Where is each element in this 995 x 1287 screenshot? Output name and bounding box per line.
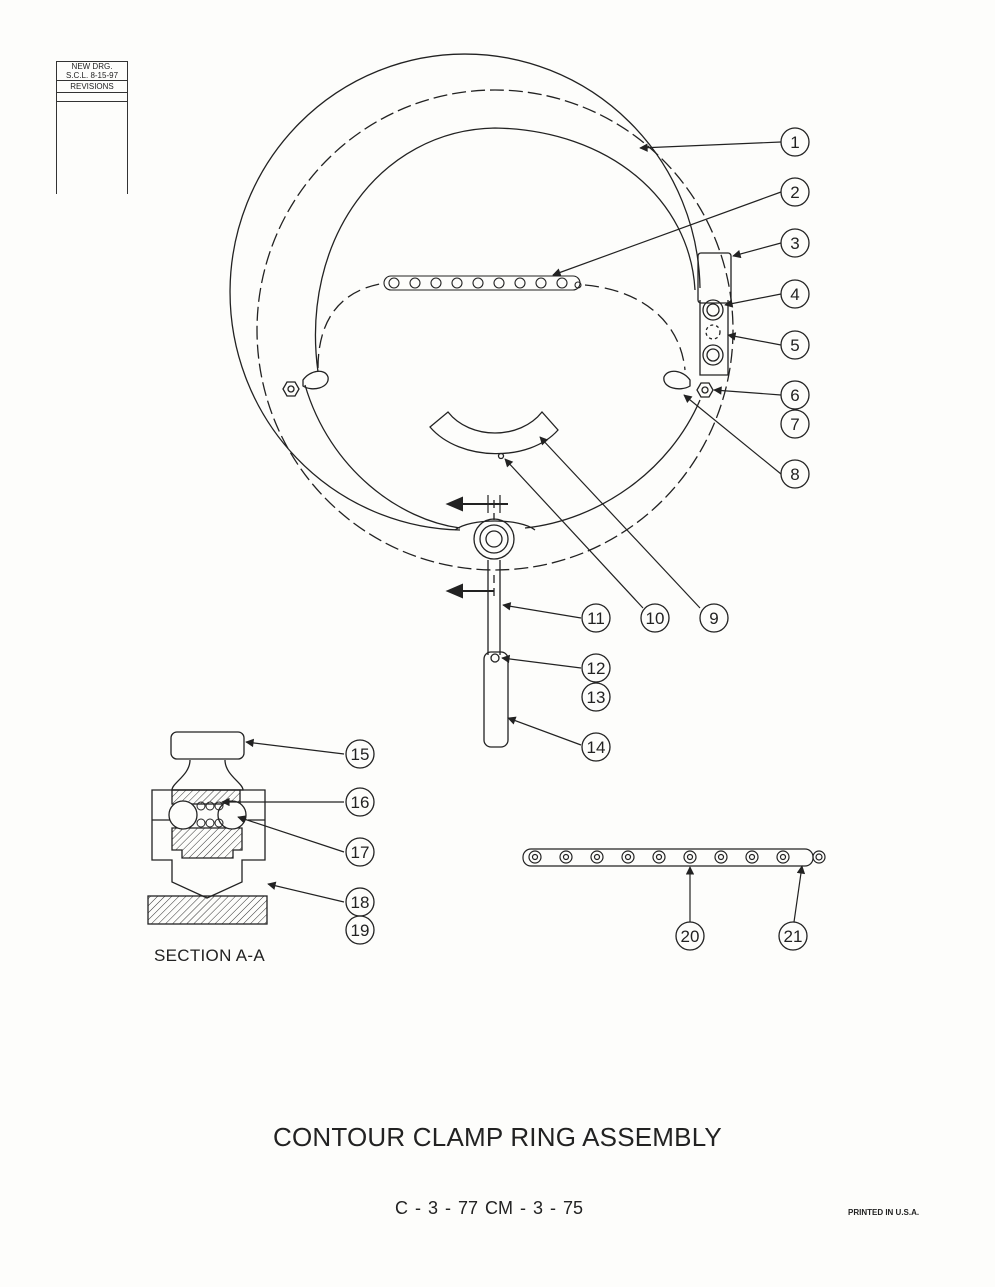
balloon-17 xyxy=(345,837,375,867)
revision-line-1: NEW DRG. xyxy=(71,62,113,71)
balloon-label-7: 7 xyxy=(790,415,799,434)
balloon-13 xyxy=(581,682,611,712)
balloon-label-19: 19 xyxy=(351,921,370,940)
right-nut xyxy=(696,382,714,398)
balloon-9 xyxy=(699,603,729,633)
balloon-21 xyxy=(778,921,808,951)
balloon-label-3: 3 xyxy=(790,234,799,253)
balloon-label-12: 12 xyxy=(587,659,606,678)
balloon-label-1: 1 xyxy=(790,133,799,152)
balloon-label-2: 2 xyxy=(790,183,799,202)
handle-grip xyxy=(483,651,509,748)
balloon-label-16: 16 xyxy=(351,793,370,812)
balloon-numbers: 1 2 3 4 5 6 7 8 9 10 11 12 13 14 15 16 1… xyxy=(351,133,803,946)
clamp-ring-inner xyxy=(314,127,696,373)
saddle-pad xyxy=(429,410,559,455)
printed-note: PRINTED IN U.S.A. xyxy=(848,1208,920,1217)
pin-hole xyxy=(497,452,505,460)
revision-line-2: S.C.L. 8-15-97 xyxy=(65,71,119,80)
balloon-label-6: 6 xyxy=(790,386,799,405)
clamp-ring-outline xyxy=(229,53,701,531)
balloon-label-15: 15 xyxy=(351,745,370,764)
balloon-8 xyxy=(780,459,810,489)
balloon-label-13: 13 xyxy=(587,688,606,707)
balloon-label-8: 8 xyxy=(790,465,799,484)
left-hook xyxy=(302,370,329,390)
balloon-5 xyxy=(780,330,810,360)
balloon-3 xyxy=(780,228,810,258)
balloon-12 xyxy=(581,653,611,683)
small-balls xyxy=(196,801,224,828)
balloon-16 xyxy=(345,787,375,817)
ring-inner-bottom xyxy=(304,384,701,529)
balloon-2 xyxy=(780,177,810,207)
section-label: SECTION A-A xyxy=(154,946,265,965)
revision-empty-row xyxy=(57,93,127,102)
balloon-label-11: 11 xyxy=(587,609,605,628)
balloon-label-4: 4 xyxy=(790,285,799,304)
left-nut xyxy=(282,381,300,397)
hub-curve xyxy=(454,520,536,531)
balloon-label-9: 9 xyxy=(709,609,718,628)
balloon-4 xyxy=(780,279,810,309)
ball-left xyxy=(168,800,198,830)
section-arrows xyxy=(445,495,508,599)
section-view xyxy=(147,731,268,925)
balloon-1 xyxy=(780,127,810,157)
balloon-label-17: 17 xyxy=(351,843,370,862)
balloon-label-14: 14 xyxy=(587,738,606,757)
balloon-7 xyxy=(780,409,810,439)
leader-lines xyxy=(221,141,806,923)
hub-mid xyxy=(479,524,509,554)
revision-note: NEW DRG. S.C.L. 8-15-97 xyxy=(57,61,127,81)
balloon-14 xyxy=(581,732,611,762)
drawing-title: CONTOUR CLAMP RING ASSEMBLY xyxy=(273,1122,722,1152)
balloon-6 xyxy=(780,380,810,410)
right-hook xyxy=(663,370,691,390)
clamp-body xyxy=(151,789,266,899)
balloon-label-21: 21 xyxy=(784,927,803,946)
handle-rivet xyxy=(490,653,500,663)
balloon-15 xyxy=(345,739,375,769)
outer-ring-dashed xyxy=(256,89,734,571)
revisions-header: REVISIONS xyxy=(57,81,127,93)
balloon-label-5: 5 xyxy=(790,336,799,355)
top-chain xyxy=(383,275,582,291)
balloon-20 xyxy=(675,921,705,951)
balloon-10 xyxy=(640,603,670,633)
base-plate xyxy=(147,895,268,925)
hub-inner xyxy=(485,530,503,548)
drawing-codes: C - 3 - 77 CM - 3 - 75 xyxy=(395,1198,584,1218)
chain-dashed-path xyxy=(317,282,686,371)
detail-chain xyxy=(522,848,826,867)
handle-stem xyxy=(487,560,501,655)
latch-assembly xyxy=(697,252,732,376)
balloon-label-20: 20 xyxy=(681,927,700,946)
balloon-19 xyxy=(345,915,375,945)
knob-neck xyxy=(171,759,244,791)
balloon-label-10: 10 xyxy=(646,609,665,628)
clamp-knob xyxy=(170,731,245,760)
revision-block: NEW DRG. S.C.L. 8-15-97 REVISIONS xyxy=(56,61,128,194)
lower-hatch xyxy=(171,827,243,859)
balloons xyxy=(345,127,810,951)
balloon-11 xyxy=(581,603,611,633)
balloon-label-18: 18 xyxy=(351,893,370,912)
